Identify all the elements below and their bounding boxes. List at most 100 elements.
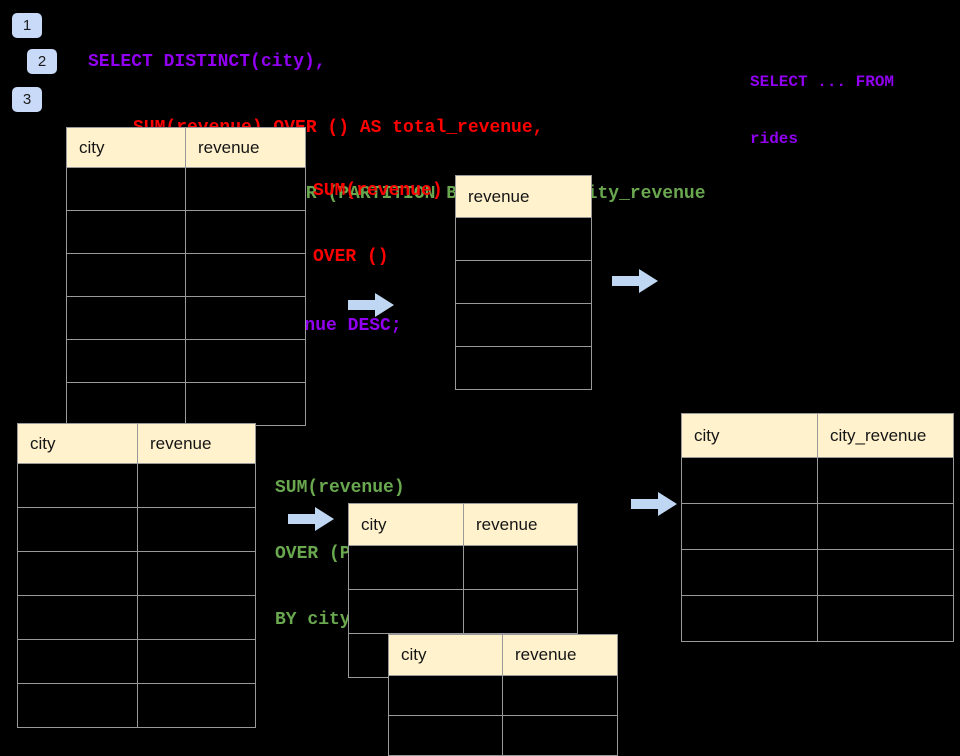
arrow-right-icon	[348, 293, 394, 317]
table-cell-empty	[17, 683, 138, 728]
table-cell-empty	[66, 296, 186, 340]
column-header-revenue: revenue	[137, 423, 256, 464]
annotation-line: SUM(revenue)	[313, 181, 443, 201]
table-cell-empty	[66, 210, 186, 254]
table-row	[348, 589, 578, 634]
table-cell-empty	[817, 503, 954, 550]
table-row	[17, 639, 256, 684]
table-header-row: city city_revenue	[681, 413, 954, 458]
table-body	[388, 675, 618, 756]
table-cell-empty	[66, 339, 186, 383]
table-body	[455, 217, 592, 390]
column-header-revenue: revenue	[455, 175, 592, 218]
table-cell-empty	[502, 715, 618, 756]
step-badge-3: 3	[12, 87, 42, 112]
step-badge-2: 2	[27, 49, 57, 74]
table-cell-empty	[137, 639, 256, 684]
table-cell-empty	[348, 545, 464, 590]
column-header-city: city	[388, 634, 503, 676]
step-badge-label: 2	[37, 53, 47, 70]
arrow-right-icon	[612, 269, 658, 293]
side-note-line1: SELECT ... FROM	[750, 73, 895, 91]
column-header-revenue: revenue	[463, 503, 578, 546]
table-row	[348, 545, 578, 590]
table-cell-empty	[463, 545, 578, 590]
table-cell-empty	[137, 507, 256, 552]
table-cell-empty	[388, 715, 503, 756]
table-cell-empty	[66, 382, 186, 426]
table-row	[388, 675, 618, 716]
table-cell-empty	[185, 382, 306, 426]
table-body	[17, 463, 256, 728]
table-partition-lower-overlapping: city revenue	[388, 634, 618, 756]
table-cell-empty	[455, 217, 592, 261]
table-cell-empty	[817, 595, 954, 642]
table-row	[681, 503, 954, 550]
table-final-result: city city_revenue	[681, 413, 954, 642]
table-row	[455, 260, 592, 304]
table-cell-empty	[185, 167, 306, 211]
table-row	[681, 457, 954, 504]
arrow-right-icon	[288, 507, 334, 531]
column-header-city: city	[348, 503, 464, 546]
table-row	[17, 595, 256, 640]
table-row	[17, 507, 256, 552]
column-header-city-revenue: city_revenue	[817, 413, 954, 458]
table-header-row: city revenue	[388, 634, 618, 676]
table-row	[17, 551, 256, 596]
table-cell-empty	[185, 339, 306, 383]
table-row	[66, 167, 306, 211]
table-row	[66, 382, 306, 426]
step-badge-label: 3	[22, 91, 32, 108]
table-row	[388, 715, 618, 756]
column-header-city: city	[681, 413, 818, 458]
table-row	[66, 339, 306, 383]
table-header-row: city revenue	[17, 423, 256, 464]
table-row	[17, 683, 256, 728]
table-cell-empty	[681, 503, 818, 550]
table-row	[455, 303, 592, 347]
annotation-line: SUM(revenue)	[275, 478, 405, 498]
column-header-city: city	[17, 423, 138, 464]
arrow-right-icon	[631, 492, 677, 516]
table-cell-empty	[137, 683, 256, 728]
annotation-line: BY city)	[275, 610, 362, 630]
table-cell-empty	[455, 260, 592, 304]
table-cell-empty	[66, 253, 186, 297]
table-cell-empty	[502, 675, 618, 716]
table-row	[66, 296, 306, 340]
table-cell-empty	[455, 346, 592, 390]
table-cell-empty	[817, 549, 954, 596]
table-cell-empty	[17, 551, 138, 596]
table-cell-empty	[681, 595, 818, 642]
sql-line-select: SELECT DISTINCT(city),	[88, 52, 326, 72]
slide-canvas: 1 2 3 SELECT DISTINCT(city), SUM(revenue…	[12, 13, 954, 756]
table-cell-empty	[388, 675, 503, 716]
table-row	[681, 549, 954, 596]
table-cell-empty	[17, 595, 138, 640]
annotation-line: OVER ()	[313, 247, 389, 267]
table-header-row: city revenue	[348, 503, 578, 546]
table-total-revenue-result: revenue	[455, 175, 592, 390]
table-body	[681, 457, 954, 642]
table-row	[66, 210, 306, 254]
table-header-row: city revenue	[66, 127, 306, 168]
table-row	[455, 346, 592, 390]
table-cell-empty	[185, 210, 306, 254]
column-header-revenue: revenue	[502, 634, 618, 676]
table-cell-empty	[348, 589, 464, 634]
table-rides-source-bottom: city revenue	[17, 423, 256, 728]
step-badge-label: 1	[22, 17, 32, 34]
step-badge-1: 1	[12, 13, 42, 38]
column-header-city: city	[66, 127, 186, 168]
table-cell-empty	[185, 253, 306, 297]
side-note-line2: rides	[750, 130, 799, 148]
table-cell-empty	[17, 507, 138, 552]
table-cell-empty	[137, 551, 256, 596]
table-row	[66, 253, 306, 297]
table-cell-empty	[681, 549, 818, 596]
table-row	[455, 217, 592, 261]
table-cell-empty	[817, 457, 954, 504]
table-row	[681, 595, 954, 642]
table-cell-empty	[463, 589, 578, 634]
